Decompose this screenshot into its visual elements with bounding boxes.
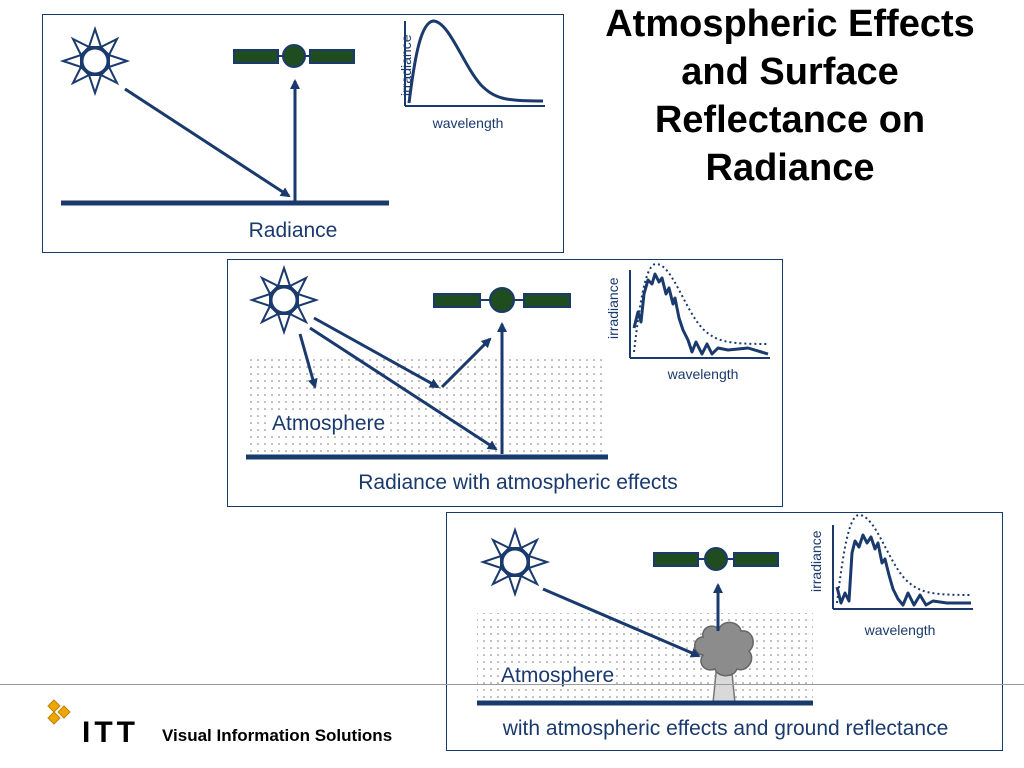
satellite-icon — [653, 547, 779, 571]
sun-icon — [59, 25, 131, 97]
spectrum-chart — [404, 19, 545, 107]
irradiance-curve — [407, 19, 544, 104]
panel-radiance: irradiance wavelength Radiance — [42, 14, 564, 253]
itt-logo-text: ITT — [82, 716, 139, 749]
irradiance-curve — [632, 272, 769, 356]
panel-atmospheric-effects: irradiance wavelength Atmosphere Radianc… — [227, 259, 783, 507]
reference-curve — [836, 513, 972, 604]
sun-to-tree-arrow — [542, 587, 701, 658]
company-name: Visual Information Solutions — [162, 726, 393, 745]
path-radiance-arrow — [313, 316, 440, 389]
panel-caption: Radiance with atmospheric effects — [358, 471, 678, 494]
sun-icon — [248, 264, 320, 336]
itt-logo-icon — [47, 699, 71, 725]
path-to-satellite-arrow — [440, 337, 492, 389]
x-axis-label: wavelength — [432, 115, 504, 131]
x-axis-label: wavelength — [667, 366, 739, 382]
x-axis-label: wavelength — [864, 622, 936, 638]
slide-title: Atmospheric Effects and Surface Reflecta… — [605, 3, 975, 189]
irradiance-curve — [835, 533, 971, 607]
panel-caption: with atmospheric effects and ground refl… — [502, 717, 949, 740]
panel-caption: Radiance — [248, 219, 338, 242]
atmosphere-label: Atmosphere — [270, 412, 388, 436]
sun-to-ground-arrow — [309, 326, 498, 451]
panel-ground-reflectance: irradiance wavelength Atmosphere with at… — [446, 512, 1003, 751]
footer-divider — [0, 684, 1024, 685]
y-axis-label: irradiance — [808, 530, 824, 592]
scatter-down-arrow — [298, 333, 318, 389]
satellite-icon — [233, 44, 355, 68]
y-axis-label: irradiance — [398, 34, 414, 96]
sun-to-ground-arrow — [124, 87, 291, 198]
y-axis-label: irradiance — [605, 277, 621, 339]
satellite-icon — [433, 287, 571, 313]
spectrum-chart — [832, 513, 973, 610]
atmosphere-layer — [246, 358, 606, 454]
tree-icon — [694, 621, 754, 704]
spectrum-chart — [629, 262, 770, 359]
sun-icon — [479, 526, 551, 598]
